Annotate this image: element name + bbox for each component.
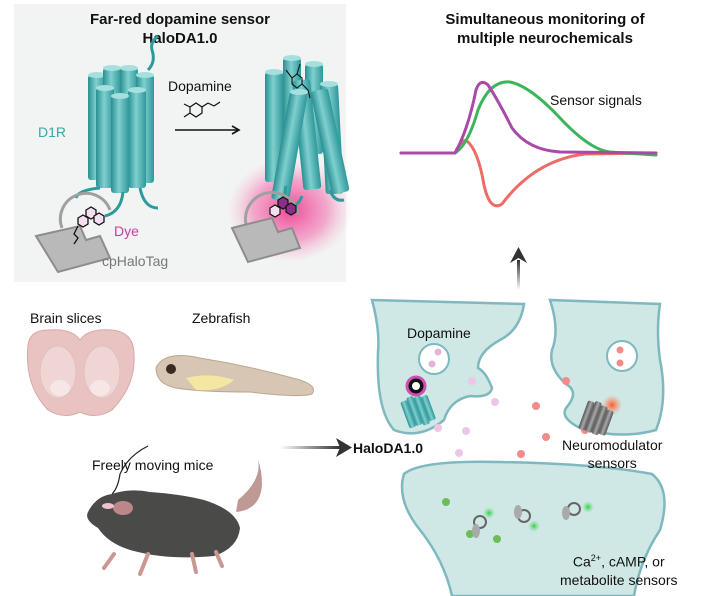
sensor-signals-plot bbox=[399, 80, 658, 208]
presynaptic-terminal-left bbox=[370, 298, 526, 435]
zebrafish-label: Zebrafish bbox=[192, 310, 251, 326]
zebrafish-image bbox=[155, 355, 314, 397]
active-receptor bbox=[230, 55, 350, 264]
d1r-label: D1R bbox=[38, 124, 67, 140]
reaction-arrow bbox=[175, 125, 241, 135]
presynaptic-terminal-right bbox=[548, 298, 665, 436]
brain-slice-image bbox=[26, 329, 135, 416]
mechanism-title-line1: Far-red dopamine sensor bbox=[89, 11, 271, 28]
monitoring-title-line2: multiple neurochemicals bbox=[457, 30, 633, 47]
neuromodulator-line2: sensors bbox=[587, 455, 637, 471]
neuromodulator-line1: Neuromodulator bbox=[562, 437, 663, 453]
second-messenger-line1: Ca2+, cAMP, or bbox=[560, 549, 678, 571]
haloda-label: HaloDA1.0 bbox=[353, 440, 424, 456]
inactive-receptor bbox=[34, 34, 159, 274]
synapse-dopamine-label: Dopamine bbox=[407, 325, 471, 341]
dopamine-molecules bbox=[434, 377, 499, 457]
signal-trace-green bbox=[399, 80, 658, 157]
sensor-unit bbox=[514, 505, 540, 532]
receptor-n-terminus bbox=[146, 34, 159, 72]
signal-trace-purple bbox=[399, 80, 658, 155]
sensor-unit bbox=[472, 507, 495, 538]
signal-trace-red bbox=[399, 139, 658, 208]
neuromodulator-sensors-label: Neuromodulator sensors bbox=[562, 436, 662, 472]
up-arrow bbox=[510, 247, 527, 290]
ca-text: Ca bbox=[572, 553, 591, 570]
intracellular-sensors bbox=[442, 498, 594, 543]
ca-charge: 2+ bbox=[590, 553, 602, 563]
second-messenger-line2: metabolite sensors bbox=[560, 571, 678, 588]
second-messenger-sensors-label: Ca2+, cAMP, or metabolite sensors bbox=[560, 549, 678, 589]
dye-molecule bbox=[73, 206, 105, 245]
dopamine-ligand-label: Dopamine bbox=[168, 78, 232, 94]
right-arrow bbox=[280, 438, 352, 457]
dopamine-structure-icon bbox=[183, 101, 221, 118]
mechanism-title-line2: HaloDA1.0 bbox=[142, 30, 218, 47]
sensor-signals-label: Sensor signals bbox=[550, 92, 642, 108]
monitoring-title: Simultaneous monitoring of multiple neur… bbox=[380, 10, 710, 48]
camp-text: , cAMP, or bbox=[601, 553, 665, 570]
cphalotag-shape bbox=[34, 224, 112, 274]
cphalotag-label: cpHaloTag bbox=[102, 253, 169, 269]
freely-moving-mice-label: Freely moving mice bbox=[92, 457, 214, 473]
monitoring-title-line1: Simultaneous monitoring of bbox=[445, 11, 645, 28]
receptor-helices bbox=[88, 65, 154, 193]
halotag-linker bbox=[58, 191, 112, 229]
brain-slices-label: Brain slices bbox=[30, 310, 102, 326]
haloda-sensor-icon bbox=[400, 375, 436, 429]
mouse-image bbox=[87, 445, 262, 576]
sensor-unit bbox=[562, 501, 594, 520]
mechanism-title: Far-red dopamine sensor HaloDA1.0 bbox=[14, 10, 346, 48]
neuromodulator-sensor-icon bbox=[578, 395, 622, 436]
dye-label: Dye bbox=[114, 223, 139, 239]
